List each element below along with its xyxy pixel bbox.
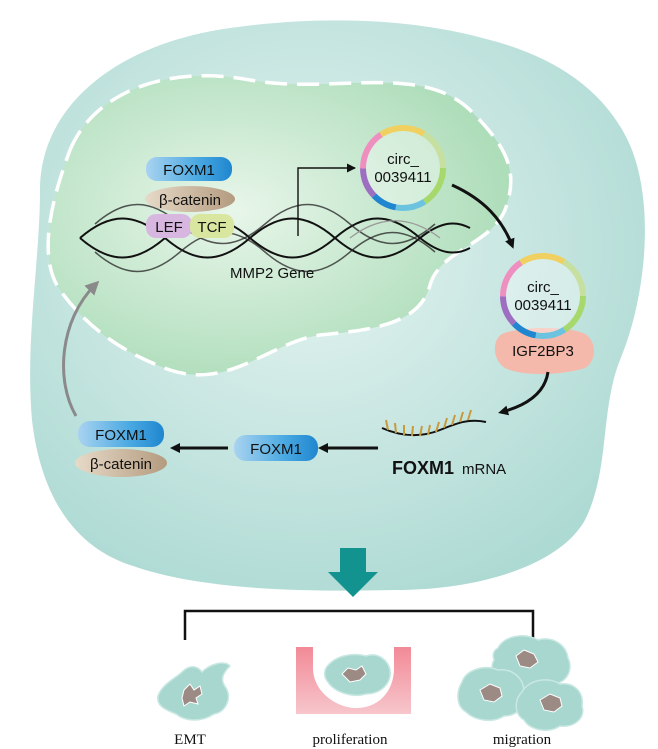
foxm1-protein-label: FOXM1	[250, 441, 302, 458]
nuclear-tf-complex: FOXM1 β-catenin LEF TCF	[145, 157, 235, 238]
nuclear-import-arrow	[62, 280, 100, 417]
circrna-cytoplasm: IGF2BP3 circ_ 0039411	[494, 253, 595, 374]
foxm1-protein-nuclear	[146, 157, 232, 181]
lef-label: LEF	[155, 219, 183, 236]
foxm1-mrna-strand	[381, 409, 487, 437]
beta-catenin-nuclear	[145, 186, 235, 212]
proliferation-label: proliferation	[313, 732, 388, 748]
outcome-arrow	[328, 548, 378, 597]
foxm1-protein-cytoplasm	[234, 435, 318, 461]
transcription-start-arrow	[297, 163, 356, 236]
beta-catenin-complex-protein	[75, 449, 167, 477]
foxm1-complex-protein	[78, 421, 164, 447]
circrna-cytoplasm-label-line2: 0039411	[514, 297, 571, 314]
emt-cell-icon	[157, 662, 232, 721]
circrna-nuclear-label-line2: 0039411	[374, 169, 431, 186]
circrna-nuclear: circ_ 0039411	[360, 125, 446, 211]
migration-cells-icon	[457, 635, 584, 732]
export-arrow	[451, 183, 515, 249]
foxm1-complex-label: FOXM1	[95, 427, 147, 444]
tcf-label: TCF	[197, 219, 226, 236]
beta-catenin-nuclear-label: β-catenin	[159, 192, 221, 209]
circrna-cytoplasm-label-line1: circ_	[527, 279, 559, 296]
mmp2-gene-label: MMP2 Gene	[230, 265, 314, 282]
igf2bp3-label: IGF2BP3	[512, 343, 574, 360]
mrna-suffix-label: mRNA	[462, 461, 506, 478]
proliferation-icon	[296, 647, 411, 714]
circrna-nuclear-label-line1: circ_	[387, 151, 419, 168]
emt-label: EMT	[174, 732, 206, 748]
lef-protein	[146, 214, 192, 238]
nucleus	[46, 73, 513, 377]
migration-label: migration	[493, 732, 552, 748]
cytoplasmic-complex: FOXM1 β-catenin	[75, 421, 167, 477]
outcome-bracket	[183, 609, 535, 640]
foxm1-mrna-label: FOXM1	[392, 458, 454, 478]
foxm1-nuclear-label: FOXM1	[163, 162, 215, 179]
stabilization-arrow	[498, 371, 550, 416]
tcf-protein	[190, 214, 234, 238]
beta-catenin-complex-label: β-catenin	[90, 456, 152, 473]
igf2bp3-protein	[494, 328, 595, 374]
